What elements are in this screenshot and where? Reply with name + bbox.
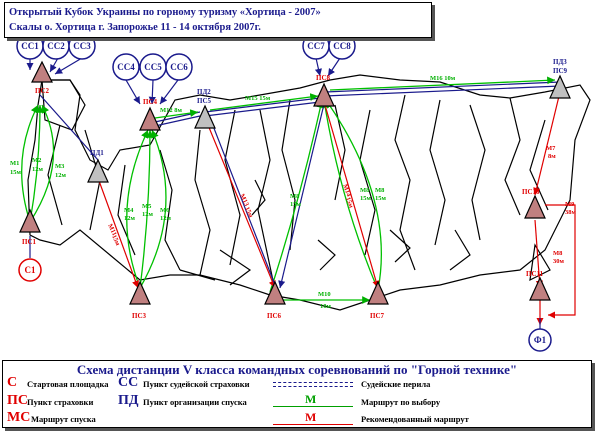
label-m1len: 15м [10, 169, 22, 176]
label-m8len: 30м [553, 258, 565, 265]
label-m7len: 8м [548, 153, 556, 160]
label-m12: М12 8м [160, 107, 183, 114]
label-m14len: 15м [344, 196, 355, 209]
legend-ms-text: Маршрут спуска [31, 414, 96, 424]
label-ss2: СС2 [47, 41, 65, 51]
header-title: Открытый Кубок Украины по горному туризм… [9, 7, 321, 18]
label-m11: М11 [106, 223, 118, 237]
label-ps11: ПС11 [526, 270, 544, 278]
label-m18: М8 [360, 187, 370, 194]
legend-ss-text: Пункт судейской страховки [143, 379, 250, 389]
label-ps7: ПС7 [370, 312, 385, 320]
label-m6: М6 [160, 207, 170, 214]
rock-outline [27, 74, 591, 311]
label-ps8: ПС8 [316, 74, 331, 82]
label-ps6: ПС6 [267, 312, 282, 320]
legend-rails-text: Судейские перила [361, 379, 431, 389]
label-ps3: ПС3 [132, 312, 147, 320]
optional-routes [21, 76, 556, 304]
label-ps10: ПС10 [522, 188, 540, 196]
legend-title: Схема дистанции V класса командных сорев… [76, 362, 518, 377]
label-m9: М9 [565, 201, 575, 208]
legend-rails-sample [273, 382, 353, 387]
label-pd2: ПД2 [197, 88, 211, 96]
label-ps4: ПС4 [143, 98, 158, 106]
label-ps2: ПС2 [35, 87, 50, 95]
judge-lines [26, 57, 541, 330]
legend-red-line [273, 424, 353, 425]
route-diagram: СС1 СС2 СС3 СС4 СС5 СС6 СС7 СС8 С1 Ф1 ПС… [10, 32, 591, 352]
label-m5len: 12м [142, 211, 154, 218]
label-m18len: 15м [360, 195, 372, 202]
legend-red-symbol: М [305, 410, 317, 424]
label-m2: М2 [32, 157, 41, 164]
label-m19: М8 [375, 187, 385, 194]
start-circle [18, 258, 42, 282]
label-m4: М4 [124, 207, 134, 214]
label-m15: М15 15м [245, 95, 271, 102]
label-m16: М16 10м [430, 75, 456, 82]
label-m17len: 15м [290, 201, 302, 208]
label-ss4: СС4 [117, 62, 135, 72]
label-ss1: СС1 [21, 41, 39, 51]
label-m2len: 12м [32, 166, 44, 173]
legend-green-line [273, 406, 353, 407]
label-m3: М3 [55, 163, 65, 170]
label-m14: М14 [341, 183, 352, 198]
legend-red-text: Рекомендованный маршрут [361, 414, 469, 424]
label-m7: М7 [546, 145, 556, 152]
legend-ss-symbol: СС [118, 375, 139, 390]
label-m6len: 12м [160, 215, 172, 222]
legend-ps-text: Пункт страховки [27, 397, 94, 407]
label-pd3: ПД3 [553, 58, 567, 66]
judge-belay-points [16, 32, 356, 81]
legend-pd-text: Пункт организации спуска [143, 397, 247, 407]
legend-c-symbol: С [7, 375, 18, 390]
belay-points [19, 60, 571, 305]
legend-box: Схема дистанции V класса командных сорев… [2, 360, 592, 428]
label-m19len: 15м [375, 195, 387, 202]
finish-circle [528, 328, 552, 352]
legend-ps-symbol: ПС [7, 393, 28, 408]
legend-ms-symbol: МС [7, 410, 31, 425]
judge-rails [154, 81, 561, 127]
label-m17: М8 [290, 193, 300, 200]
label-m4len: 12м [124, 215, 136, 222]
label-pd1: ПД1 [90, 149, 104, 157]
label-pd5: ПС5 [197, 97, 212, 105]
label-m3len: 12м [55, 172, 67, 179]
label-m9len: 38м [565, 209, 577, 216]
legend-c-text: Стартовая площадка [27, 379, 109, 389]
recommended-routes [97, 91, 576, 325]
header-box: Открытый Кубок Украины по горному туризм… [4, 2, 432, 38]
label-m10len: 10м [320, 303, 332, 310]
label-ps9: ПС9 [553, 67, 568, 75]
label-m11len: 15м [110, 234, 121, 247]
label-m8: М8 [553, 250, 563, 257]
label-m5: М5 [142, 203, 152, 210]
header-subtitle: Скалы о. Хортица г. Запорожье 11 - 14 ок… [9, 22, 261, 33]
label-m13len: 15м [243, 206, 254, 219]
label-c1: С1 [25, 265, 36, 275]
label-ss7: СС7 [307, 41, 325, 51]
legend-green-symbol: М [305, 392, 317, 406]
label-ss6: СС6 [170, 62, 188, 72]
legend-green-text: Маршрут по выбору [361, 397, 441, 407]
label-ss8: СС8 [333, 41, 351, 51]
label-ss5: СС5 [144, 62, 162, 72]
label-m10: М10 [318, 291, 331, 298]
label-ps1: ПС1 [22, 238, 37, 246]
label-ss3: СС3 [73, 41, 91, 51]
legend-pd-symbol: ПД [118, 393, 139, 408]
label-m1: М1 [10, 160, 19, 167]
label-f1: Ф1 [534, 335, 547, 345]
